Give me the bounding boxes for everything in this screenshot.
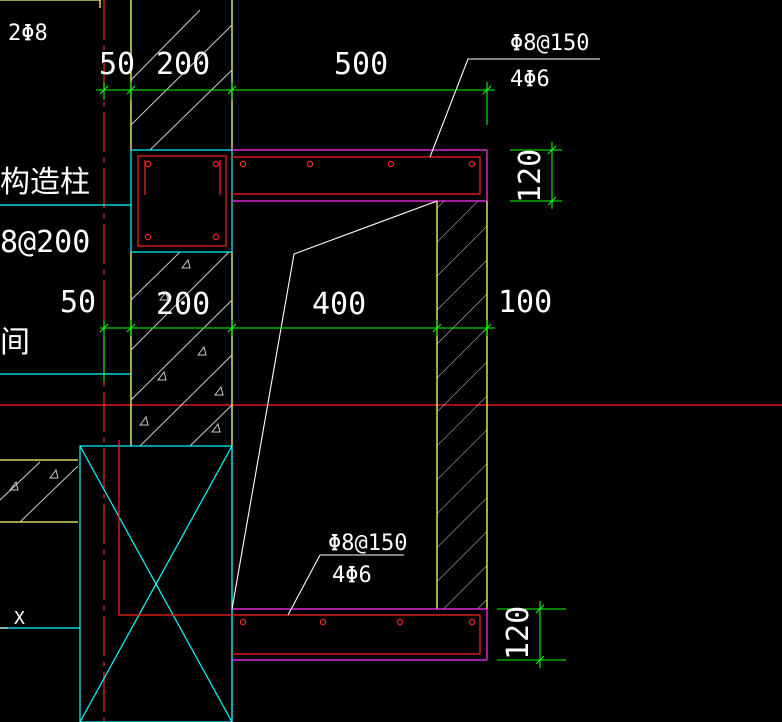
dim-mid-400: 400	[312, 287, 366, 322]
dim-top-200: 200	[156, 47, 210, 82]
dim-mid-100: 100	[498, 285, 552, 320]
dim-top-50: 50	[99, 47, 135, 82]
rebar-dots	[144, 160, 476, 626]
dimension-lines	[96, 82, 566, 668]
right-wall-hatch	[437, 201, 487, 609]
left-text-column: 构造柱	[0, 165, 90, 200]
column-stirrup	[137, 155, 227, 247]
bottom-beam-stirrup	[232, 614, 481, 655]
dim-top-500: 500	[334, 47, 388, 82]
dim-mid-50: 50	[60, 285, 96, 320]
slab-edge	[231, 200, 438, 610]
top-beam-stirrup	[232, 156, 481, 195]
leader-top	[429, 58, 600, 158]
leader-bottom	[287, 554, 404, 616]
beam-outlines	[232, 149, 488, 661]
rebar-top-main-label: 4Φ6	[510, 67, 550, 92]
dim-mid-200: 200	[156, 287, 210, 322]
rebar	[118, 155, 481, 655]
top-left-bar-label: 2Φ8	[8, 21, 48, 46]
leader-lines	[231, 58, 600, 616]
wall-hatch-lower	[0, 251, 233, 523]
masonry-triangles	[9, 258, 224, 491]
rebar-bottom-stirrup-label: Φ8@150	[328, 531, 407, 556]
wall-hatch-upper	[130, 9, 233, 151]
l-rebar	[118, 440, 232, 616]
left-text-spacing: 8@200	[0, 225, 90, 260]
cyan-outlines	[0, 149, 233, 722]
rebar-bottom-main-label: 4Φ6	[332, 563, 372, 588]
left-text-room: 间	[0, 325, 30, 360]
dim-right-top-120: 120	[513, 149, 548, 203]
rebar-top-stirrup-label: Φ8@150	[510, 31, 589, 56]
dim-right-bottom-120: 120	[501, 606, 536, 660]
axis-tag-label: X	[14, 608, 25, 629]
